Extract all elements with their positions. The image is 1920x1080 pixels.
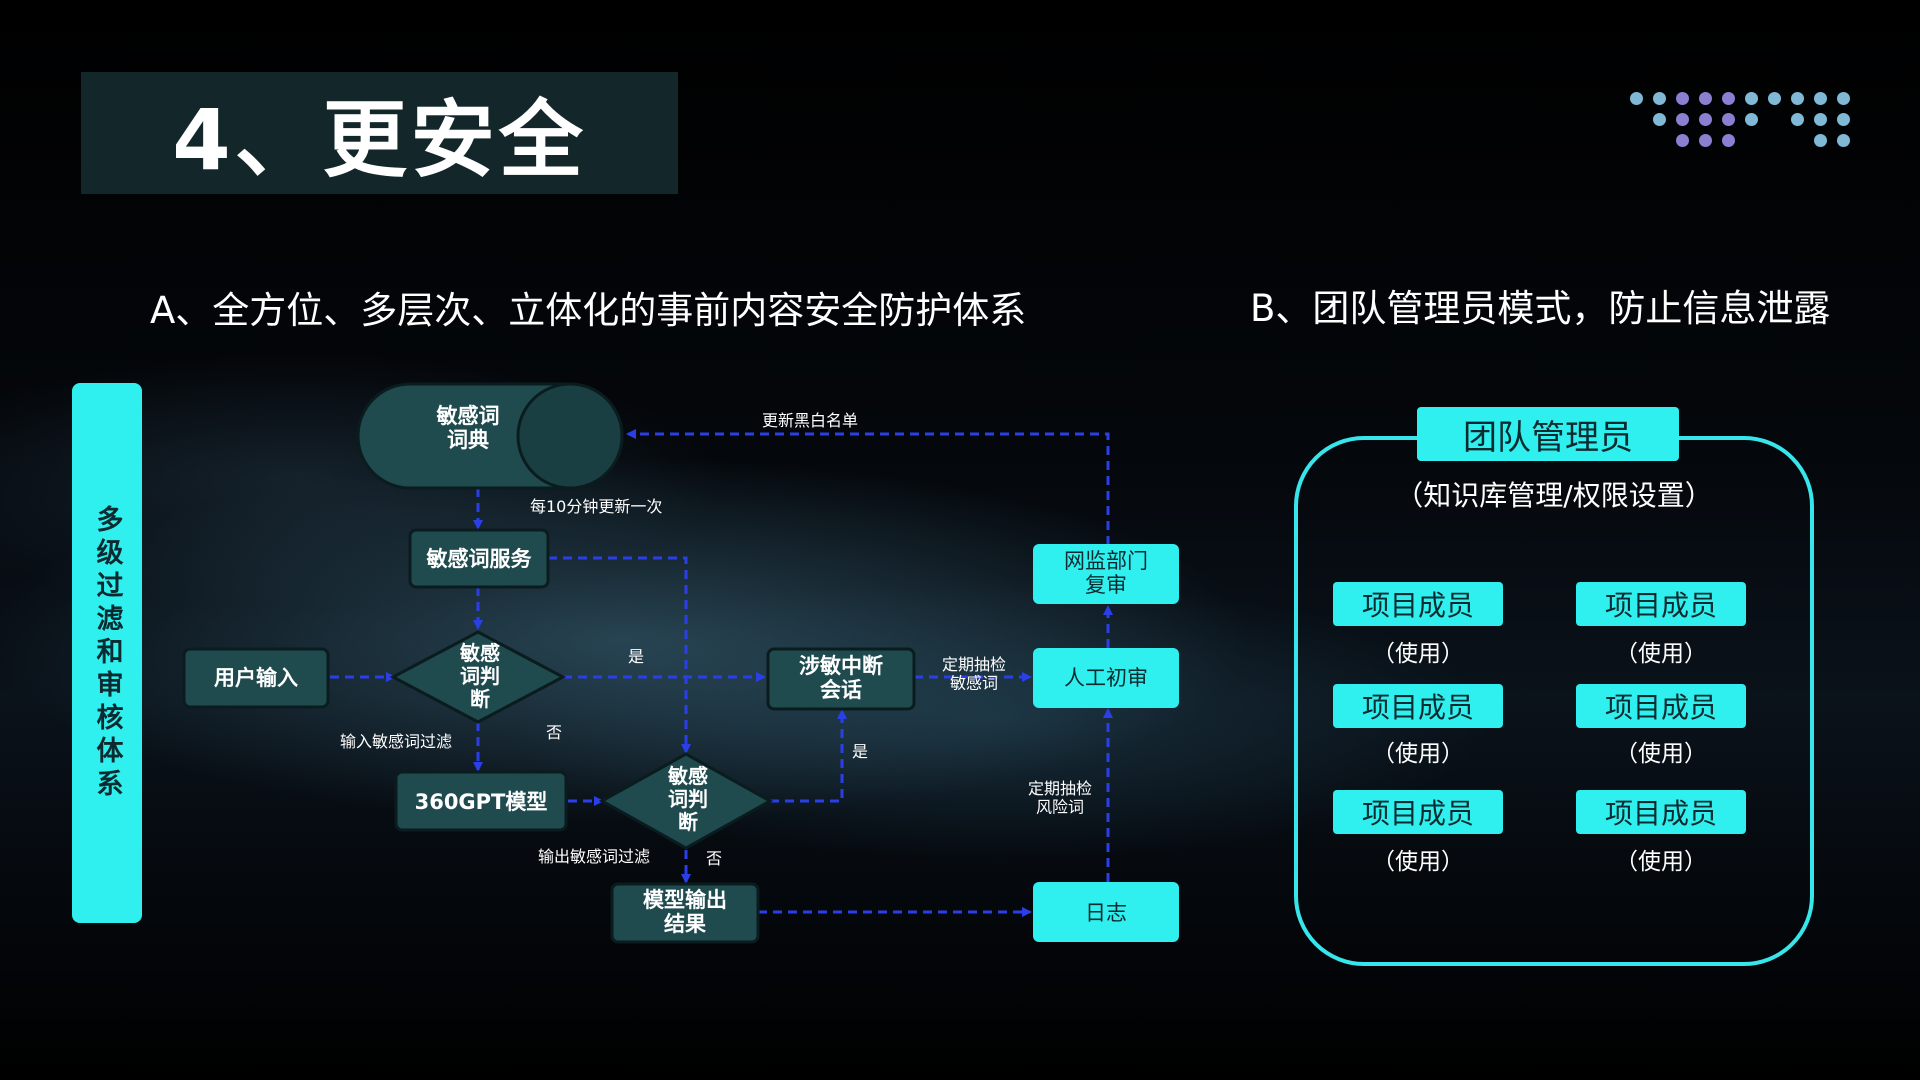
decorative-dots [1630,92,1860,162]
node-service-label: 敏感词服务 [426,547,533,571]
label-input-filter: 输入敏感词过滤 [340,732,452,751]
member-use-6: （使用） [1615,849,1707,875]
node-judge-1-label: 敏感词判断 [459,641,500,711]
decorative-dot [1837,134,1850,147]
decorative-dot [1676,92,1689,105]
member-label: 项目成员 [1361,797,1474,830]
member-box-1: 项目成员 [1333,582,1503,626]
decorative-dot [1676,113,1689,126]
node-user-input-label: 用户输入 [214,666,298,690]
decorative-dot [1653,92,1666,105]
node-interrupt-label: 涉敏中断会话 [799,654,883,702]
node-model-label: 360GPT模型 [415,790,548,814]
node-log-label: 日志 [1085,901,1127,925]
label-yes-1: 是 [628,647,644,666]
label-every-10min: 每10分钟更新一次 [530,497,662,516]
label-spot-check-risk: 定期抽检风险词 [1028,779,1092,816]
slide-title: 4、更安全 [172,90,587,189]
side-label: 多级过滤和审核体系 [91,504,123,802]
decorative-dot [1653,113,1666,126]
member-label: 项目成员 [1604,691,1717,724]
decorative-dot [1814,113,1827,126]
subtitle-a: A、全方位、多层次、立体化的事前内容安全防护体系 [150,289,1027,332]
node-output-label: 模型输出结果 [643,888,727,936]
decorative-dot [1699,134,1712,147]
node-interrupt: 涉敏中断会话 [766,647,916,711]
decorative-dot [1699,113,1712,126]
team-admin-sub: （知识库管理/权限设置） [1395,479,1713,512]
member-use-3: （使用） [1372,741,1464,767]
decorative-dot [1768,92,1781,105]
member-use-4: （使用） [1615,741,1707,767]
decorative-dot [1699,92,1712,105]
decorative-dot [1837,113,1850,126]
member-box-4: 项目成员 [1576,684,1746,728]
decorative-dot [1814,92,1827,105]
label-no-1: 否 [546,723,562,742]
node-model: 360GPT模型 [394,770,568,832]
member-use-5: （使用） [1372,849,1464,875]
decorative-dot [1630,92,1643,105]
subtitle-b: B、团队管理员模式，防止信息泄露 [1250,287,1831,330]
label-update-list: 更新黑白名单 [762,411,858,430]
label-output-filter: 输出敏感词过滤 [538,847,650,866]
edge-service-to-judge2 [548,556,691,754]
decorative-dot [1722,113,1735,126]
flow-connectors [330,429,1113,917]
node-judge-2-label: 敏感词判断 [667,764,708,834]
decorative-dot [1791,113,1804,126]
label-yes-2: 是 [852,742,868,761]
node-review-dept: 网监部门复审 [1033,544,1179,604]
node-log: 日志 [1033,882,1179,942]
node-manual-review-label: 人工初审 [1064,666,1148,690]
node-judge-2: 敏感词判断 [598,752,774,850]
node-judge-1: 敏感词判断 [389,630,567,724]
side-label-bar: 多级过滤和审核体系 [72,383,142,923]
label-no-2: 否 [706,849,722,868]
slide-title-box: 4、更安全 [81,72,678,194]
decorative-dot [1745,113,1758,126]
node-dictionary: 敏感词词典 [356,382,624,490]
node-output: 模型输出结果 [610,882,760,944]
node-service: 敏感词服务 [408,528,550,589]
node-user-input: 用户输入 [182,647,330,709]
decorative-dot [1814,134,1827,147]
member-box-5: 项目成员 [1333,790,1503,834]
member-label: 项目成员 [1604,797,1717,830]
member-label: 项目成员 [1361,691,1474,724]
label-spot-check-words: 定期抽检敏感词 [942,655,1006,692]
decorative-dot [1722,92,1735,105]
team-admin-label: 团队管理员 [1463,417,1633,458]
member-label: 项目成员 [1604,589,1717,622]
decorative-dot [1722,134,1735,147]
decorative-dot [1791,92,1804,105]
member-use-2: （使用） [1615,641,1707,667]
node-dictionary-label: 敏感词词典 [436,404,500,452]
edge-review-to-dictionary [626,429,1110,545]
member-box-2: 项目成员 [1576,582,1746,626]
node-manual-review: 人工初审 [1033,648,1179,708]
member-label: 项目成员 [1361,589,1474,622]
team-admin-box: 团队管理员 [1417,407,1679,461]
edge-judge2-to-interrupt [770,709,847,803]
node-review-dept-label: 网监部门复审 [1064,549,1148,597]
member-use-1: （使用） [1372,641,1464,667]
decorative-dot [1676,134,1689,147]
decorative-dot [1745,92,1758,105]
decorative-dot [1837,92,1850,105]
member-box-3: 项目成员 [1333,684,1503,728]
member-box-6: 项目成员 [1576,790,1746,834]
edge-labels: 更新黑白名单 每10分钟更新一次 是 否 输入敏感词过滤 是 否 输出敏感词过滤… [340,411,1092,868]
